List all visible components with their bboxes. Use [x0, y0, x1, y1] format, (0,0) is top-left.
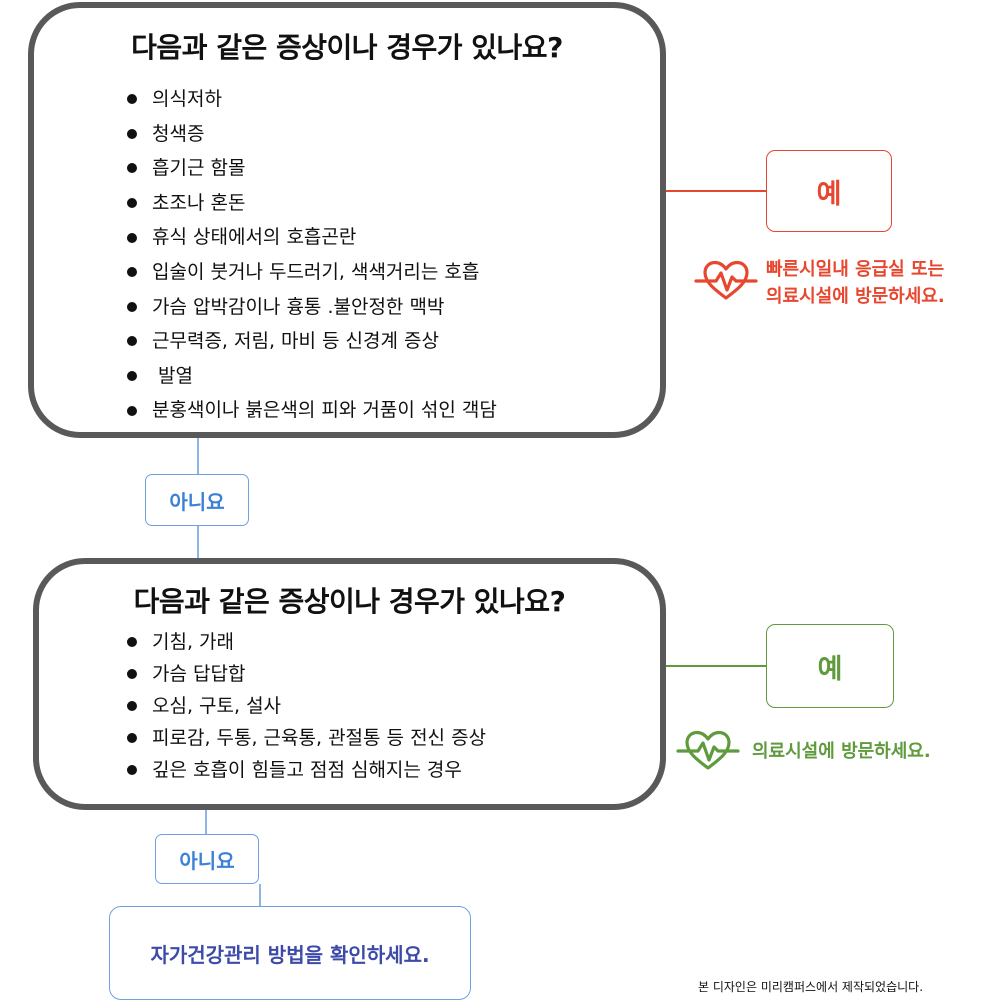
symptom-item: 기침, 가래 [124, 626, 486, 658]
symptom-item: 가슴 압박감이나 흉통 .불안정한 맥박 [124, 290, 497, 325]
symptom-item: 초조나 혼돈 [124, 186, 497, 221]
symptom-item: 가슴 답답합 [124, 658, 486, 690]
advice-line: 의료시설에 방문하세요. [752, 741, 931, 762]
no-button-2[interactable]: 아니요 [155, 834, 259, 884]
advice-line: 의료시설에 방문하세요. [766, 286, 945, 307]
bullet-icon [127, 637, 137, 647]
bullet-icon [127, 733, 137, 743]
bullet-icon [127, 301, 137, 312]
no-button-1[interactable]: 아니요 [145, 474, 249, 526]
symptom-item: 의식저하 [124, 82, 497, 117]
connector-q1-to-yes [666, 190, 766, 192]
heartbeat-icon [676, 730, 740, 770]
question-title: 다음과 같은 증상이나 경우가 있나요? [131, 31, 563, 64]
yes-button-1[interactable]: 예 [766, 150, 892, 232]
bullet-icon [127, 198, 137, 209]
bullet-icon [127, 163, 137, 174]
bullet-icon [127, 232, 137, 243]
symptom-list: 의식저하 청색증 흡기근 함몰 초조나 혼돈 휴식 상태에서의 호흡곤란 입술이… [124, 82, 497, 428]
bullet-icon [127, 405, 137, 416]
question-box-2: 다음과 같은 증상이나 경우가 있나요? 기침, 가래 가슴 답답합 오심, 구… [33, 558, 666, 810]
bullet-icon [127, 765, 137, 775]
yes-button-2[interactable]: 예 [766, 624, 894, 708]
connector-q2-to-no [205, 810, 207, 834]
bullet-icon [127, 128, 137, 139]
bullet-icon [127, 267, 137, 278]
symptom-item: 흡기근 함몰 [124, 151, 497, 186]
connector-q2-to-yes [666, 665, 766, 667]
symptom-item: 발열 [124, 359, 497, 394]
advice-line: 빠른시일내 응급실 또는 [766, 259, 945, 280]
symptom-item: 분홍색이나 붉은색의 피와 거품이 섞인 객담 [124, 393, 497, 428]
symptom-item: 입술이 붓거나 두드러기, 색색거리는 호흡 [124, 255, 497, 290]
symptom-item: 근무력증, 저림, 마비 등 신경계 증상 [124, 324, 497, 359]
bullet-icon [127, 94, 137, 105]
yes-advice-2: 의료시설에 방문하세요. [752, 738, 931, 765]
bullet-icon [127, 701, 137, 711]
connector-no-to-q2 [197, 526, 199, 558]
bullet-icon [127, 336, 137, 347]
symptom-item: 피로감, 두통, 근육통, 관절통 등 전신 증상 [124, 722, 486, 754]
final-result-box[interactable]: 자가건강관리 방법을 확인하세요. [109, 906, 471, 1000]
yes-advice-1: 빠른시일내 응급실 또는 의료시설에 방문하세요. [766, 256, 945, 310]
credit-text: 본 디자인은 미리캠퍼스에서 제작되었습니다. [698, 980, 924, 994]
symptom-item: 청색증 [124, 117, 497, 152]
heartbeat-icon [694, 260, 758, 300]
question-box-1: 다음과 같은 증상이나 경우가 있나요? 의식저하 청색증 흡기근 함몰 초조나… [28, 2, 666, 438]
symptom-item: 깊은 호흡이 힘들고 점점 심해지는 경우 [124, 754, 486, 786]
symptom-item: 휴식 상태에서의 호흡곤란 [124, 220, 497, 255]
bullet-icon [127, 371, 137, 382]
question-title: 다음과 같은 증상이나 경우가 있나요? [133, 585, 566, 618]
bullet-icon [127, 669, 137, 679]
symptom-item: 오심, 구토, 설사 [124, 690, 486, 722]
connector-q1-to-no [197, 438, 199, 474]
symptom-list: 기침, 가래 가슴 답답합 오심, 구토, 설사 피로감, 두통, 근육통, 관… [124, 626, 486, 786]
connector-no-to-result [259, 884, 261, 906]
